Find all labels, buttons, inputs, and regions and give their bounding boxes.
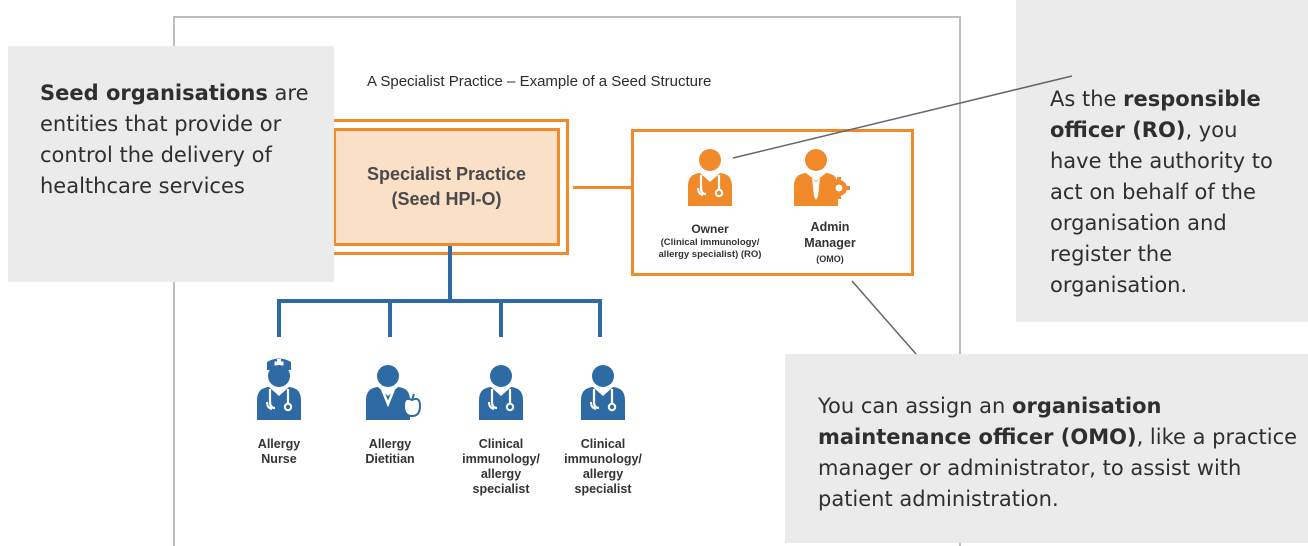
staff-spec2-line2: immunology/ <box>564 452 642 466</box>
seed-box-line1: Specialist Practice <box>366 164 527 184</box>
callout-ro-text: , you have the authority to act on behal… <box>1050 118 1273 297</box>
callout-omo-text: , like a practice manager or administrat… <box>818 425 1298 511</box>
staff-spec2-line1: Clinical <box>580 437 626 451</box>
seed-hpio-box: Specialist Practice (Seed HPI-O) <box>323 119 569 255</box>
admin-sub: (OMO) <box>816 254 844 264</box>
owner-label: Owner <box>691 222 729 236</box>
staff-dietitian-line1: Allergy <box>368 437 412 451</box>
admin-label-1: Admin <box>810 220 850 234</box>
callout-seed-text: are entities that provide or control the… <box>40 81 309 198</box>
tree-drop-1 <box>277 299 281 337</box>
staff-spec2-line4: specialist <box>574 482 632 496</box>
tree-drop-3 <box>499 299 503 337</box>
callout-seed-organisations: Seed organisations are entities that pro… <box>8 46 334 282</box>
callout-ro-bold: responsible officer (RO) <box>1050 87 1261 142</box>
seed-box-line2: (Seed HPI-O) <box>391 189 502 209</box>
connector-orange <box>573 186 631 189</box>
staff-nurse-line2: Nurse <box>261 452 297 466</box>
callout-omo-bold: organisation maintenance officer (OMO) <box>818 394 1162 449</box>
staff-spec1-line1: Clinical <box>478 437 524 451</box>
staff-nurse-line1: Allergy <box>257 437 301 451</box>
staff-label-dietitian: Allergy Dietitian <box>335 437 445 467</box>
dietitian-apple-icon <box>366 365 422 420</box>
admin-label-2: Manager <box>804 236 856 250</box>
diagram-title: A Specialist Practice – Example of a See… <box>367 73 712 90</box>
admin-gear-icon <box>794 149 850 206</box>
staff-label-specialist-1: Clinical immunology/ allergy specialist <box>446 437 556 497</box>
staff-label-specialist-2: Clinical immunology/ allergy specialist <box>548 437 658 497</box>
callout-responsible-officer: As the responsible officer (RO), you hav… <box>1016 0 1308 322</box>
callout-seed-bold: Seed organisations <box>40 81 268 105</box>
tree-trunk <box>448 246 452 300</box>
callout-omo-pre: You can assign an <box>818 394 1013 418</box>
staff-spec1-line4: specialist <box>472 482 530 496</box>
tree-drop-4 <box>598 299 602 337</box>
nurse-icon <box>257 358 301 420</box>
staff-spec2-line3: allergy <box>582 467 624 481</box>
callout-omo: You can assign an organisation maintenan… <box>785 354 1308 543</box>
owner-doctor-icon <box>688 149 732 206</box>
staff-spec1-line2: immunology/ <box>462 452 540 466</box>
callout-ro-pre: As the <box>1050 87 1124 111</box>
staff-dietitian-line2: Dietitian <box>365 452 415 466</box>
staff-spec1-line3: allergy <box>480 467 522 481</box>
tree-drop-2 <box>388 299 392 337</box>
doctor-icon <box>581 365 625 420</box>
owner-sub2: allergy specialist) (RO) <box>658 249 762 260</box>
doctor-icon <box>479 365 523 420</box>
tree-branch <box>277 299 602 303</box>
staff-label-nurse: Allergy Nurse <box>224 437 334 467</box>
owner-sub1: (Clinical immunology/ <box>660 237 760 248</box>
